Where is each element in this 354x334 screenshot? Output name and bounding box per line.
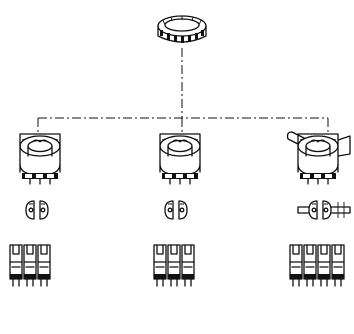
socket-housing-left — [19, 133, 61, 185]
split-clamp-left — [25, 200, 49, 220]
split-clamp-right — [297, 200, 351, 220]
assembly-guide-lines — [37, 48, 329, 132]
socket-housing-center — [159, 133, 201, 185]
contact-strip-right — [289, 244, 345, 287]
split-clamp-center — [164, 200, 188, 220]
contact-strip-left — [9, 244, 51, 287]
contact-strip-center — [153, 244, 195, 287]
socket-housing-right — [286, 131, 351, 185]
threaded-locking-ring — [157, 15, 207, 43]
